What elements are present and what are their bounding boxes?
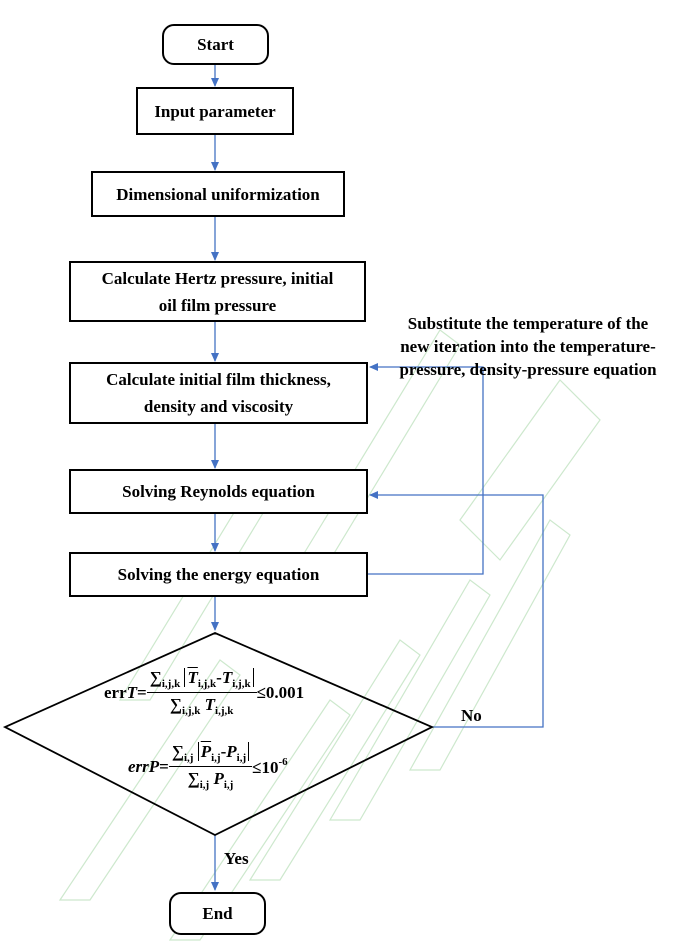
hertz-pressure-label-line1: Calculate Hertz pressure, initial bbox=[101, 268, 334, 288]
errP-num-a-idx: i,j bbox=[211, 752, 221, 764]
loop-annotation-line1: Substitute the temperature of the bbox=[407, 314, 649, 333]
film-thickness-label-line1: Calculate initial film thickness, bbox=[106, 370, 331, 389]
errT-prefix: err bbox=[104, 682, 127, 702]
errP-num-idx: i,j bbox=[183, 752, 194, 764]
errT-den-var-idx: i,j,k bbox=[215, 705, 234, 717]
dimensional-uniformization-label: Dimensional uniformization bbox=[116, 184, 320, 204]
errP-den-idx: i,j bbox=[199, 779, 210, 791]
errT-den-var: T bbox=[204, 695, 216, 714]
errP-numerator: ∑i,j Pi,j-Pi,j bbox=[168, 742, 253, 767]
errP-limit-exp: -6 bbox=[278, 755, 288, 768]
errT-num-a: T bbox=[187, 668, 198, 687]
errP-num-a: P bbox=[200, 742, 212, 761]
errP-num-b-idx: i,j bbox=[236, 752, 247, 764]
film-thickness-box: Calculate initial film thickness, densit… bbox=[69, 362, 368, 424]
end-label: End bbox=[202, 904, 233, 923]
errP-limit-base: ≤10 bbox=[252, 757, 279, 777]
errP-denominator: ∑i,j Pi,j bbox=[188, 767, 234, 791]
end-node: End bbox=[169, 892, 266, 935]
hertz-pressure-box: Calculate Hertz pressure, initial oil fi… bbox=[69, 261, 366, 322]
errT-fraction: ∑i,j,k Ti,j,k-Ti,j,k ∑i,j,k Ti,j,k bbox=[146, 668, 257, 717]
errT-denominator: ∑i,j,k Ti,j,k bbox=[170, 693, 233, 717]
loop-annotation-line2: new iteration into the temperature- bbox=[400, 337, 656, 356]
errT-eq: = bbox=[137, 682, 147, 702]
reynolds-equation-box: Solving Reynolds equation bbox=[69, 469, 368, 514]
no-branch-label: No bbox=[461, 706, 482, 725]
errP-den-var-idx: i,j bbox=[223, 779, 234, 791]
errP-den-var: P bbox=[213, 769, 224, 788]
errT-num-idx: i,j,k bbox=[161, 678, 181, 690]
errT-num-sum: ∑ bbox=[149, 668, 162, 687]
yes-branch-label: Yes bbox=[224, 849, 249, 868]
errP-var: P bbox=[148, 756, 160, 776]
dimensional-uniformization-box: Dimensional uniformization bbox=[91, 171, 345, 217]
start-label: Start bbox=[197, 35, 234, 54]
energy-equation-box: Solving the energy equation bbox=[69, 552, 368, 597]
loop-annotation-line3: pressure, density-pressure equation bbox=[399, 360, 657, 379]
input-parameter-box: Input parameter bbox=[136, 87, 294, 135]
errP-prefix: err bbox=[128, 756, 149, 776]
errT-num-b: T bbox=[221, 668, 233, 687]
arrow-energy-to-film-loop bbox=[367, 363, 484, 575]
hertz-pressure-label-line2: oil film pressure bbox=[158, 295, 277, 315]
errT-den-sum: ∑ bbox=[169, 695, 183, 714]
decision-diamond bbox=[2, 632, 435, 837]
errP-num-minus: - bbox=[220, 742, 227, 761]
loop-annotation: Substitute the temperature of the new it… bbox=[380, 312, 676, 381]
errP-limit: ≤10-6 bbox=[252, 756, 288, 778]
errT-num-b-idx: i,j,k bbox=[232, 678, 251, 690]
arrow-decision-no-loop bbox=[369, 491, 544, 728]
errT-den-idx: i,j,k bbox=[182, 705, 201, 717]
errP-num-sum: ∑ bbox=[171, 742, 184, 761]
energy-equation-label: Solving the energy equation bbox=[117, 565, 320, 584]
errT-limit: ≤0.001 bbox=[256, 682, 305, 702]
errT-numerator: ∑i,j,k Ti,j,k-Ti,j,k bbox=[146, 668, 257, 693]
errP-fraction: ∑i,j Pi,j-Pi,j ∑i,j Pi,j bbox=[168, 742, 253, 791]
start-node: Start bbox=[162, 24, 269, 65]
reynolds-equation-label: Solving Reynolds equation bbox=[122, 482, 315, 501]
input-parameter-label: Input parameter bbox=[154, 101, 276, 121]
errP-num-b: P bbox=[226, 742, 237, 761]
errT-abs: Ti,j,k-Ti,j,k bbox=[184, 668, 254, 690]
errT-num-a-idx: i,j,k bbox=[197, 678, 217, 690]
errP-eq: = bbox=[159, 756, 169, 776]
errP-den-sum: ∑ bbox=[187, 769, 200, 788]
errT-var: T bbox=[126, 682, 138, 702]
film-thickness-label-line2: density and viscosity bbox=[143, 397, 294, 416]
errT-num-minus: - bbox=[216, 668, 222, 687]
errP-abs: Pi,j-Pi,j bbox=[197, 742, 250, 764]
